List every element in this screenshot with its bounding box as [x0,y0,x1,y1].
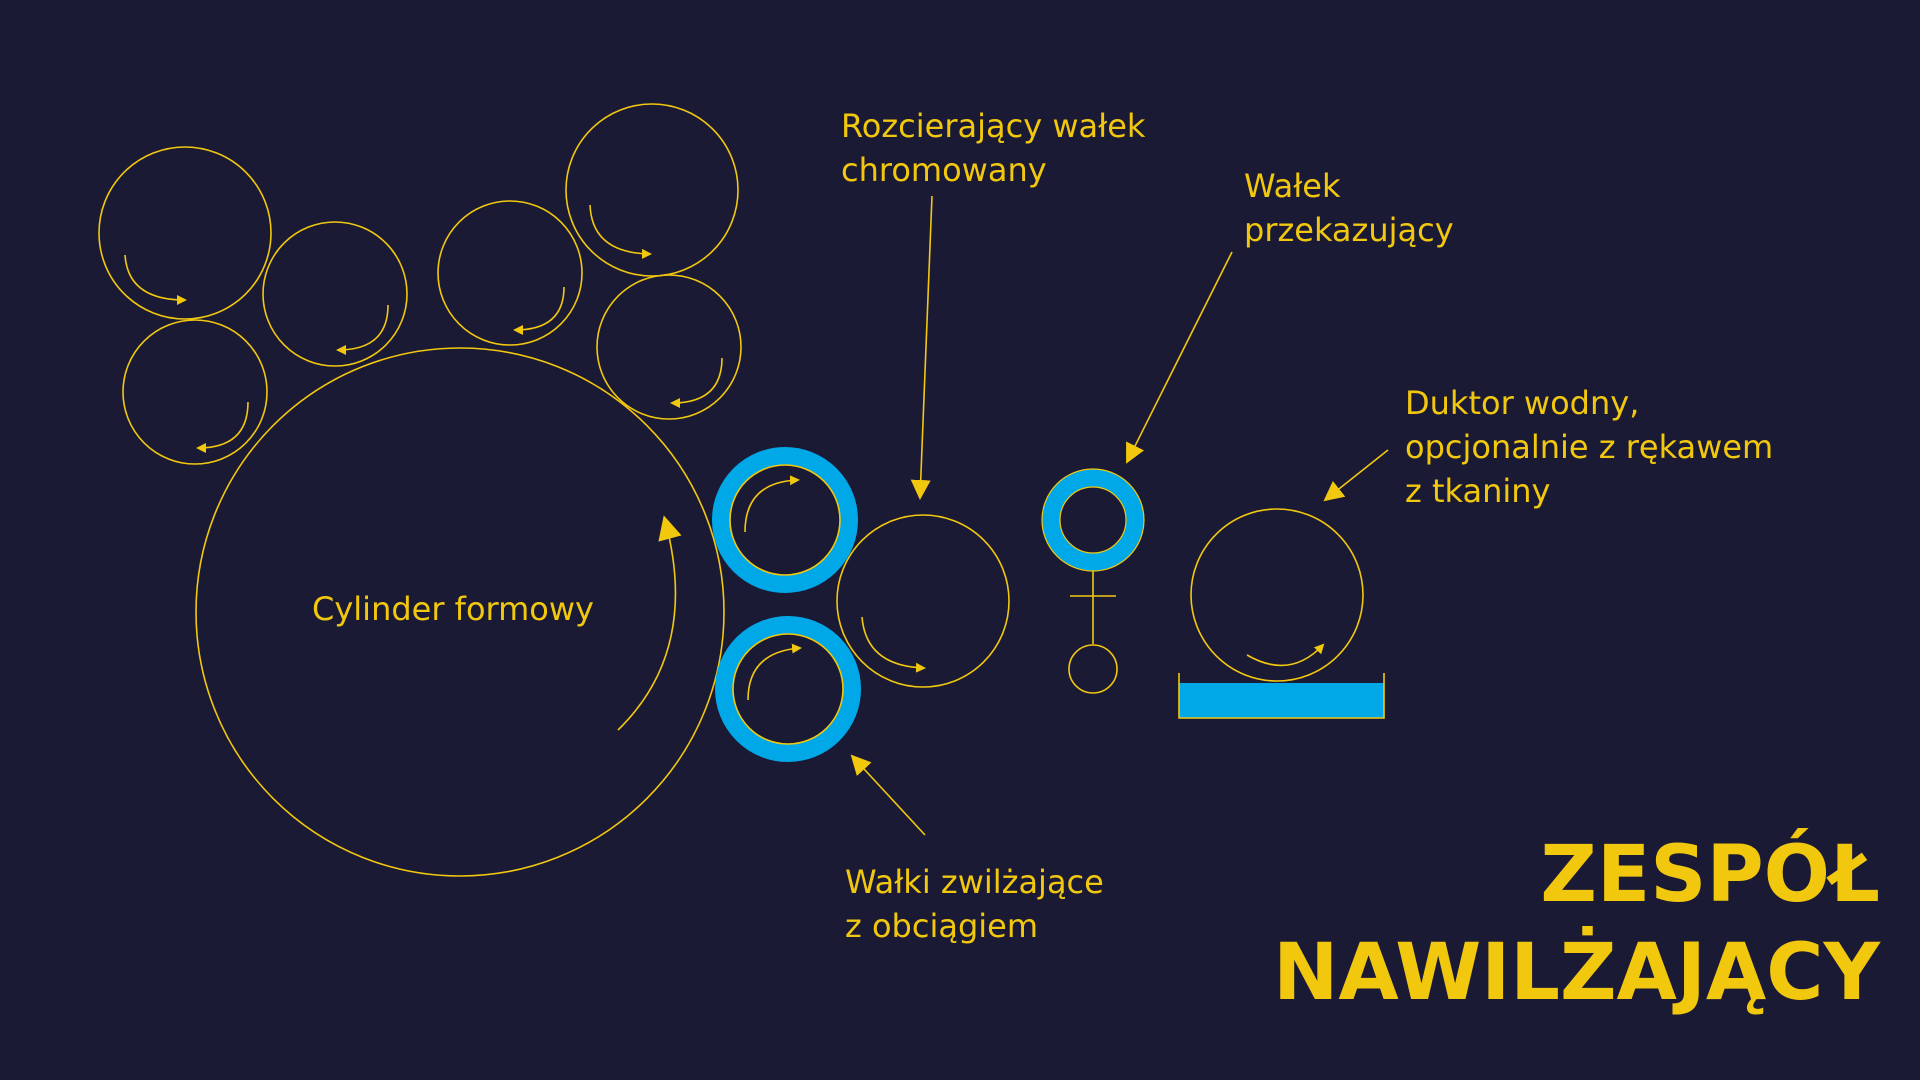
transfer-roller [1041,468,1145,694]
page-title: ZESPÓŁ NAWILŻAJĄCY [1273,830,1880,1018]
forme-cylinder [195,347,725,877]
label-forme-cylinder: Cylinder formowy [312,590,594,628]
leader-dampening-rollers [850,754,926,836]
leader-chrome-roller [910,195,933,500]
ink-roller-5 [565,103,739,277]
label-chrome-roller: Rozcierający wałek chromowany [841,107,1146,189]
leader-transfer-roller [1126,251,1233,464]
ink-roller-1 [98,146,272,320]
water-pan [1178,673,1385,719]
label-fountain-roller: Duktor wodny, opcjonalnie z rękawem z tk… [1405,384,1774,510]
leader-fountain-roller [1323,449,1389,502]
dampening-roller-lower [715,616,861,762]
ink-roller-6 [596,274,742,420]
ink-roller-4 [437,200,583,346]
ink-roller-2 [262,221,408,367]
ink-roller-3 [122,319,268,465]
fountain-roller [1190,508,1364,682]
label-transfer-roller: Wałek przekazujący [1244,167,1454,249]
chrome-distributor-roller [836,514,1010,688]
label-dampening-rollers: Wałki zwilżające z obciągiem [845,863,1104,945]
dampening-roller-upper [712,447,858,593]
